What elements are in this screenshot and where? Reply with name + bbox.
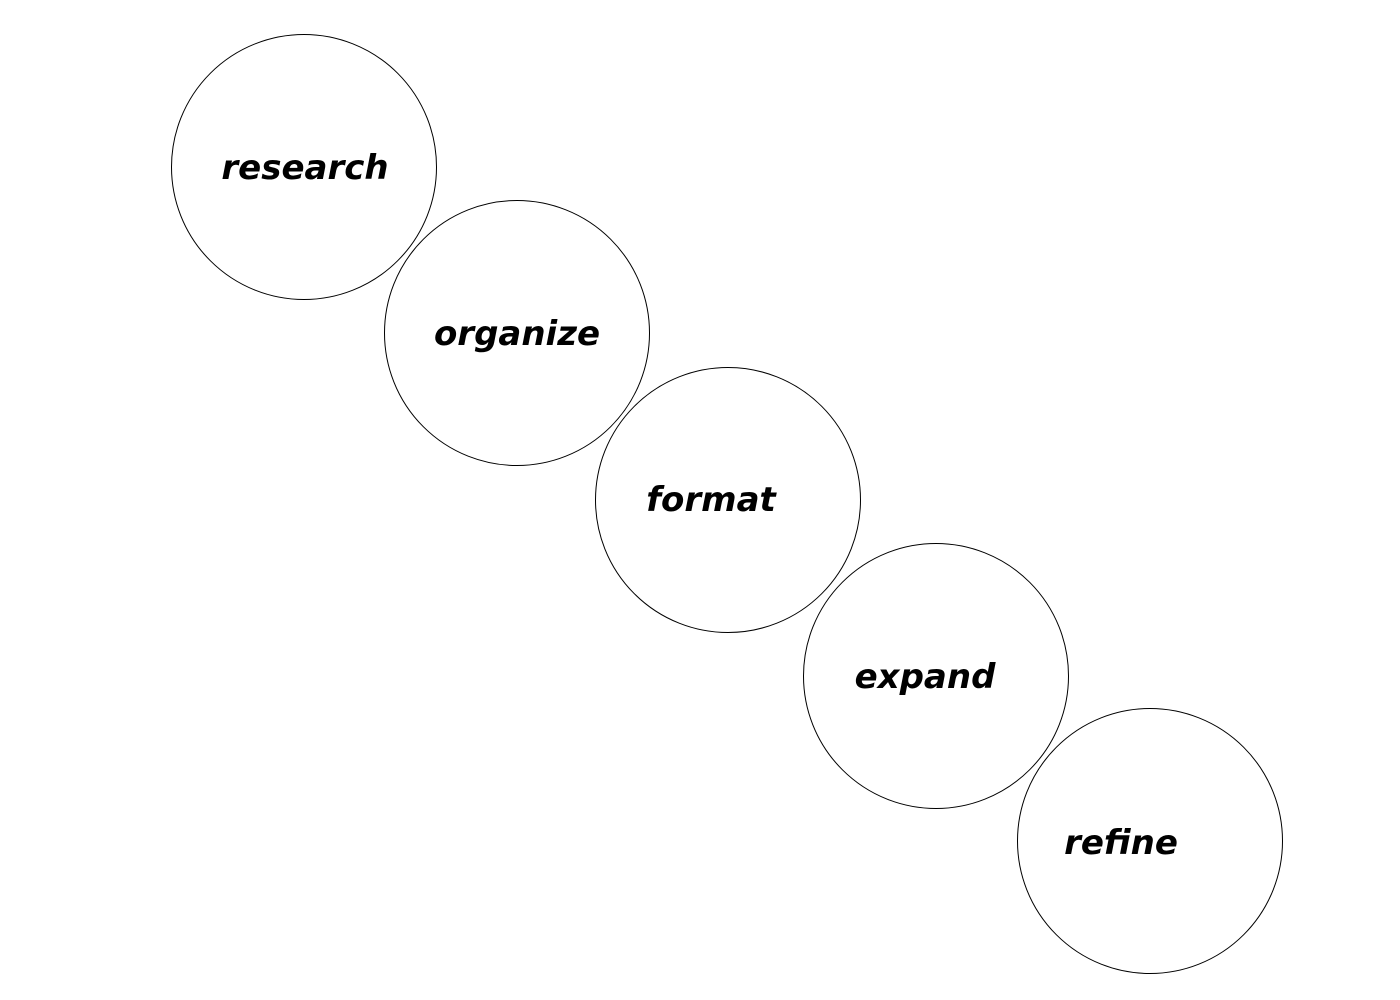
step-label-refine: refine (1064, 823, 1178, 863)
step-label-expand: expand (854, 657, 996, 697)
step-circle-refine (1017, 708, 1283, 974)
step-label-research: research (221, 148, 389, 188)
step-circle-research (171, 34, 437, 300)
step-circle-format (595, 367, 861, 633)
step-label-format: format (646, 480, 776, 520)
step-circle-organize (384, 200, 650, 466)
step-label-organize: organize (433, 314, 601, 354)
step-circle-expand (803, 543, 1069, 809)
